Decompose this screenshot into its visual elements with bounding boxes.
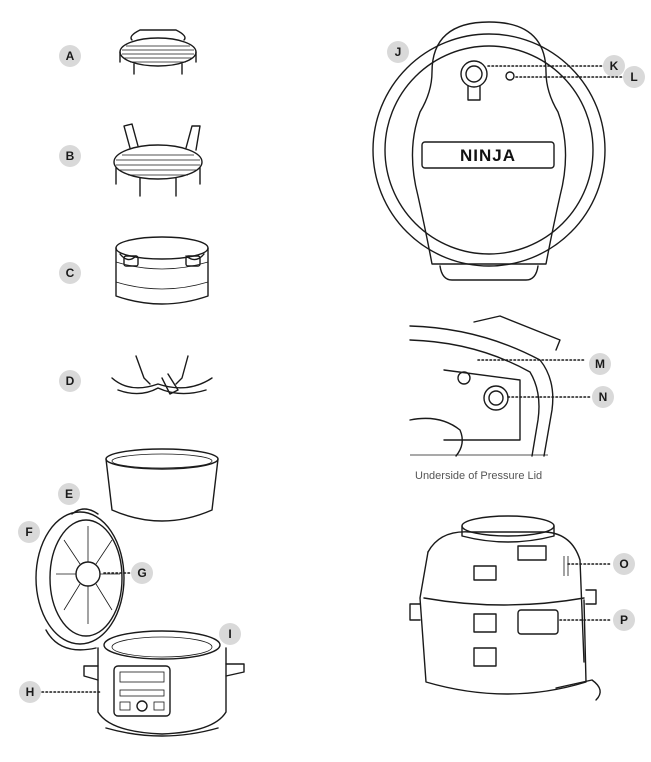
label-n: N	[599, 390, 608, 404]
label-a-circle	[59, 45, 81, 67]
label-j: J	[395, 45, 402, 59]
label-o: O	[619, 557, 628, 571]
assembled-unit-illustration	[409, 515, 601, 701]
label-l-circle	[623, 66, 645, 88]
label-p: P	[620, 613, 628, 627]
lid-underside-illustration	[409, 315, 561, 457]
label-e-circle	[58, 483, 80, 505]
label-j-circle	[387, 41, 409, 63]
label-h: H	[26, 685, 35, 699]
label-d: D	[66, 374, 75, 388]
label-i: I	[228, 627, 231, 641]
label-f: F	[25, 525, 32, 539]
label-h-circle	[19, 681, 41, 703]
label-b-circle	[59, 145, 81, 167]
basket-c-illustration	[115, 236, 209, 305]
label-b: B	[66, 149, 75, 163]
label-d-circle	[59, 370, 81, 392]
base-unit-illustration	[35, 508, 245, 737]
underside-caption: Underside of Pressure Lid	[415, 470, 542, 482]
label-k-circle	[603, 55, 625, 77]
label-i-circle	[219, 623, 241, 645]
label-m: M	[595, 357, 605, 371]
label-f-circle	[18, 521, 40, 543]
label-g-circle	[131, 562, 153, 584]
pressure-lid-illustration	[372, 21, 606, 281]
label-n-circle	[592, 386, 614, 408]
label-l: L	[630, 70, 637, 84]
label-c: C	[66, 266, 75, 280]
pot-e-illustration	[105, 448, 219, 522]
label-o-circle	[613, 553, 635, 575]
label-c-circle	[59, 262, 81, 284]
diffuser-d-illustration	[111, 355, 213, 395]
label-m-circle	[589, 353, 611, 375]
label-p-circle	[613, 609, 635, 631]
rack-a-illustration	[119, 29, 197, 75]
rack-b-illustration	[113, 123, 203, 197]
brand-logo: NINJA	[460, 146, 516, 165]
label-a: A	[66, 49, 75, 63]
label-e: E	[65, 487, 73, 501]
label-g: G	[137, 566, 146, 580]
label-k: K	[610, 59, 619, 73]
